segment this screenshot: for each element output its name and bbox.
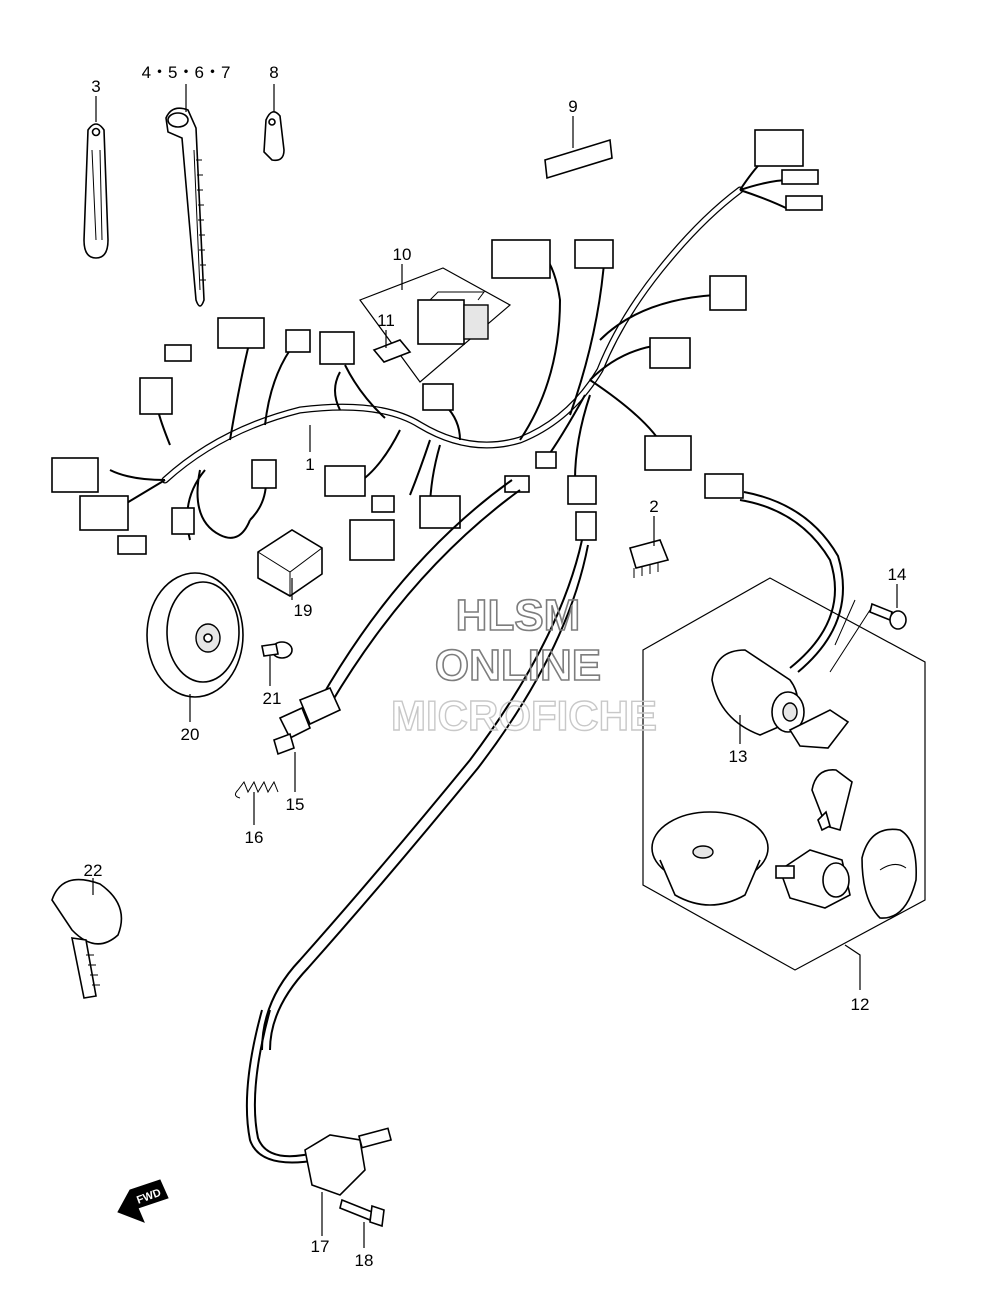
horn-part-20[interactable] [146, 572, 244, 698]
harness-connectors [51, 129, 823, 561]
key-cover[interactable] [861, 828, 917, 919]
callout-9: 9 [568, 97, 577, 116]
fuse-part-11[interactable] [372, 339, 412, 363]
clamp-part-8[interactable] [263, 111, 285, 162]
label-part-9[interactable] [544, 138, 613, 180]
connector-part-19[interactable] [257, 529, 323, 597]
ignition-keys [788, 709, 853, 832]
clamp-strap-part-4-7[interactable] [165, 107, 206, 307]
callout-11: 11 [377, 311, 395, 330]
callout-3: 3 [91, 77, 100, 96]
watermark-line-3: MICROFICHE [391, 692, 657, 739]
fuel-cap-lock[interactable] [651, 811, 769, 906]
brake-switch-part-15[interactable] [273, 686, 342, 756]
callout-20: 20 [181, 725, 200, 744]
callout-12: 12 [851, 995, 870, 1014]
callout-labels: 3 4・5・6・7 8 9 10 11 1 2 19 20 21 15 16 1… [84, 63, 907, 1270]
watermark-line-1: HLSM [456, 591, 581, 640]
forward-direction-marker: FWD [117, 1179, 169, 1223]
watermark-line-2: ONLINE [435, 641, 601, 690]
relay-fuse-box-part-10[interactable] [359, 267, 512, 383]
callout-2: 2 [649, 497, 658, 516]
callout-13: 13 [729, 747, 748, 766]
callout-22: 22 [84, 861, 103, 880]
rear-brake-switch-part-17[interactable] [304, 1127, 393, 1196]
watermark: HLSM ONLINE MICROFICHE [390, 590, 657, 740]
key-part-22[interactable] [51, 878, 123, 999]
callout-leader-lines [92, 84, 898, 1248]
callout-10: 10 [393, 245, 412, 264]
callout-18: 18 [355, 1251, 374, 1270]
callout-15: 15 [286, 795, 305, 814]
cable-strap-part-3[interactable] [83, 123, 109, 259]
connector-part-2[interactable] [628, 539, 670, 578]
callout-8: 8 [269, 63, 278, 82]
callout-21: 21 [263, 689, 282, 708]
ignition-switch-part-13[interactable] [711, 649, 805, 736]
callout-19: 19 [294, 601, 313, 620]
callout-14: 14 [888, 565, 907, 584]
callout-16: 16 [245, 828, 264, 847]
callout-17: 17 [311, 1237, 330, 1256]
brake-switch-cable [245, 479, 597, 1164]
seat-lock-cylinder[interactable] [775, 849, 851, 909]
screw-part-21[interactable] [261, 641, 293, 659]
lock-set-part-12[interactable] [642, 577, 926, 971]
callout-1: 1 [305, 455, 314, 474]
ignition-switch-cable [704, 473, 844, 673]
spring-part-16[interactable] [234, 780, 279, 799]
screw-part-14[interactable] [829, 599, 907, 673]
callout-4-5-6-7: 4・5・6・7 [142, 63, 231, 82]
bolt-part-18[interactable] [339, 1198, 385, 1228]
